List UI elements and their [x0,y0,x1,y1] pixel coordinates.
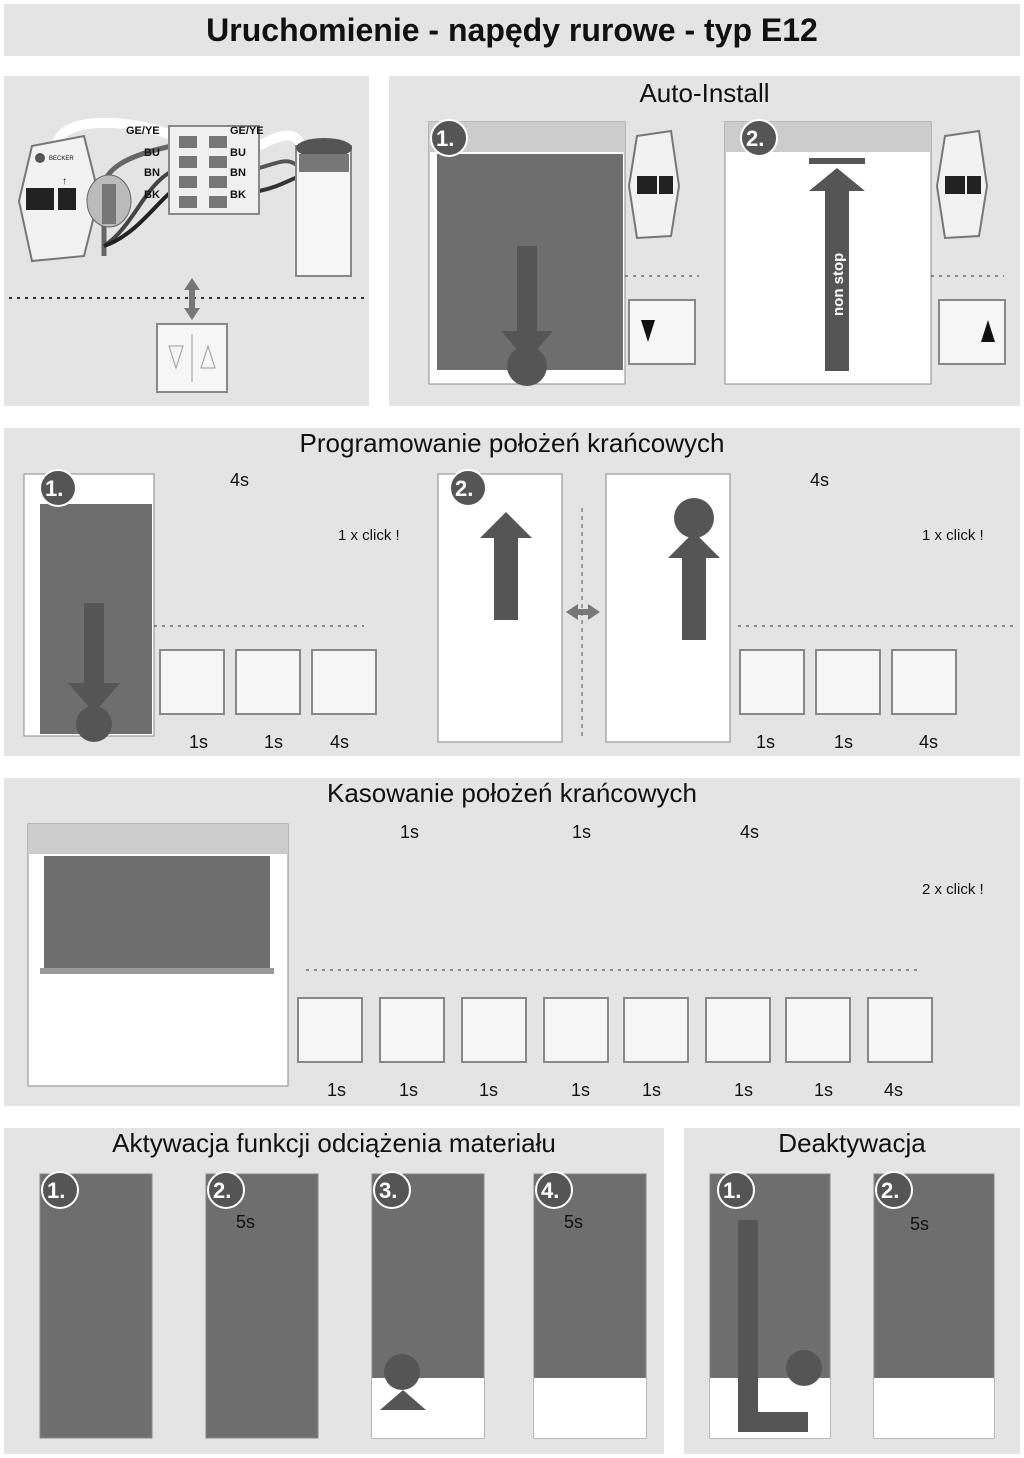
deleting-title: Kasowanie położeń krańcowych [327,778,697,808]
auto-install-panel: Auto-Install 1. 2. non stop [389,76,1020,406]
deleting-diagram: 1s 1s 4s 2 x click ! 1s 1s 1s 1s 1s 1s 1… [27,822,984,1100]
act-step2-badge: 2. [213,1178,231,1203]
receiver-up-arrow: ↑ [62,176,67,187]
prog-time-right-2: 1s [834,732,853,752]
del-click: 2 x click ! [922,881,984,898]
brand-label: BECKER [49,156,74,162]
prog-hold-left: 4s [230,470,249,490]
plug-icon [86,174,132,228]
act-hold-4: 5s [564,1212,583,1232]
prog-click-left: 1 x click ! [338,527,400,544]
receiver-unit-2 [935,129,989,240]
bk-right-label: BK [230,189,246,201]
programming-diagram: 1. 4s 1 x click ! 1s 1s 4s 2. 4s 1 x cli… [23,469,1014,752]
act-step3-badge: 3. [379,1178,397,1203]
programming-panel: Programowanie położeń krańcowych 1. 4s 1… [4,428,1020,756]
prog-click-right: 1 x click ! [922,527,984,544]
auto-install-title: Auto-Install [639,78,770,108]
terminal-block [168,125,260,215]
wall-switch-2 [938,299,1006,365]
bk-left-label: BK [144,189,160,201]
prog-hold-right: 4s [810,470,829,490]
prog-step2-badge: 2. [455,476,473,501]
prog-step1-badge: 1. [45,476,63,501]
deact-hold-2: 5s [910,1214,929,1234]
non-stop-label: non stop [830,253,847,316]
act-hold-2: 5s [236,1212,255,1232]
deactivation-panel: Deaktywacja 1. 2. 5s [684,1128,1020,1454]
deleting-panel: Kasowanie położeń krańcowych 1s 1s 4s 2 … [4,778,1020,1106]
prog-time-left-1: 1s [189,732,208,752]
tubular-motor-icon [295,138,352,277]
deact-step2-badge: 2. [881,1178,899,1203]
del-time-8: 4s [884,1080,903,1100]
down-arrow-icon [501,246,553,386]
del-time-2: 1s [399,1080,418,1100]
del-time-6: 1s [734,1080,753,1100]
activation-title: Aktywacja funkcji odciążenia materiału [112,1128,556,1158]
del-hold-1: 1s [400,822,419,842]
prog-time-left-3: 4s [330,732,349,752]
act-step4-badge: 4. [541,1178,559,1203]
bn-right-label: BN [230,167,246,179]
del-hold-2: 1s [572,822,591,842]
horizontal-double-arrow-icon [566,604,600,620]
page-title: Uruchomienie - napędy rurowe - typ E12 [206,11,818,48]
ai-step2-badge: 2. [746,126,764,151]
wiring-panel: ↑ BECKER GE/YE BU BN BK GE/YE BU BN BK [4,76,369,406]
act-step1-badge: 1. [47,1178,65,1203]
prog-switches-right [739,649,957,715]
del-hold-3: 4s [740,822,759,842]
activation-diagram: 1. 2. 3. 4. 5s 5s [39,1171,647,1439]
del-time-5: 1s [642,1080,661,1100]
del-time-3: 1s [479,1080,498,1100]
wall-switch [156,323,228,393]
bn-left-label: BN [144,167,160,179]
receiver-unit: ↑ [17,134,101,263]
auto-install-diagram: 1. 2. non stop [428,119,1006,386]
deactivation-diagram: 1. 2. 5s [709,1171,995,1439]
del-time-1: 1s [327,1080,346,1100]
receiver-unit-1 [627,129,681,240]
bu-right-label: BU [230,147,246,159]
double-arrow-icon [184,278,200,320]
prog-time-right-1: 1s [756,732,775,752]
wall-switch-1 [628,299,696,365]
programming-title: Programowanie położeń krańcowych [299,428,725,458]
activation-panel: Aktywacja funkcji odciążenia materiału 1… [4,1128,664,1454]
deactivation-title: Deaktywacja [778,1128,926,1158]
del-switches [297,997,933,1063]
ge-ye-left-label: GE/YE [126,125,160,137]
wiring-diagram: ↑ BECKER GE/YE BU BN BK GE/YE BU BN BK [9,117,364,393]
del-time-4: 1s [571,1080,590,1100]
ge-ye-right-label: GE/YE [230,125,264,137]
del-time-7: 1s [814,1080,833,1100]
page-title-bar: Uruchomienie - napędy rurowe - typ E12 [4,4,1020,56]
prog-time-right-3: 4s [919,732,938,752]
prog-switches-left [159,649,377,715]
deact-step1-badge: 1. [723,1178,741,1203]
up-arrow-icon [809,158,865,371]
prog-time-left-2: 1s [264,732,283,752]
bu-left-label: BU [144,147,160,159]
ai-step1-badge: 1. [436,126,454,151]
